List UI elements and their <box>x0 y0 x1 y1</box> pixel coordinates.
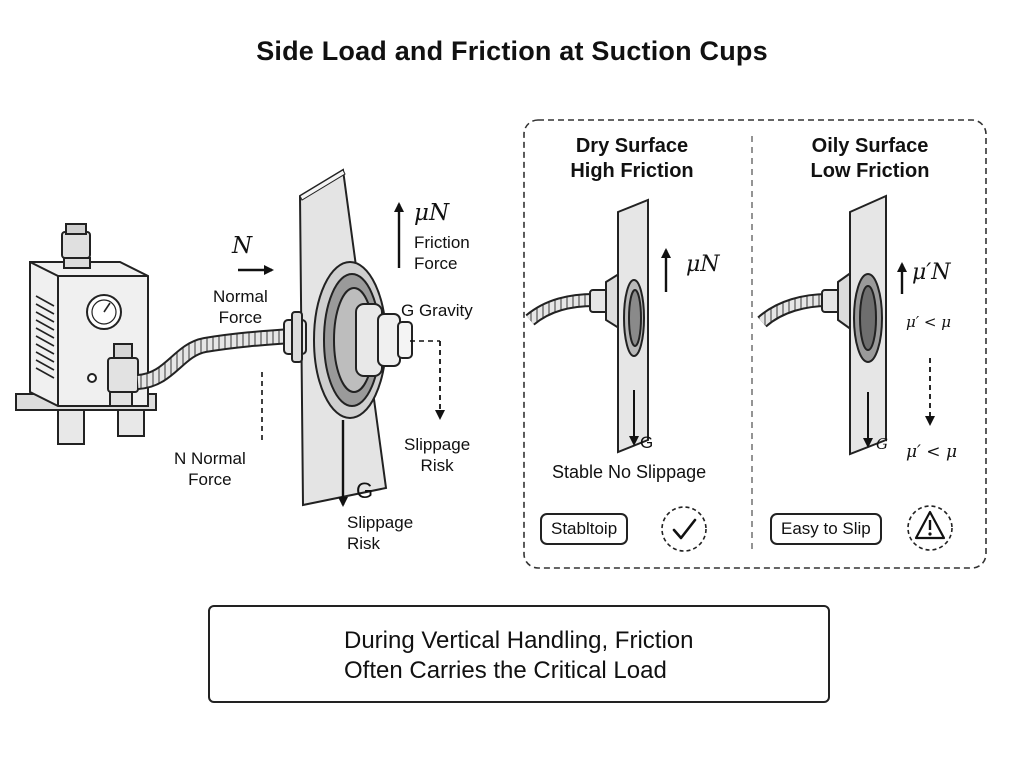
oily-status-badge: Easy to Slip <box>770 513 882 545</box>
dry-mu-n-label: μN <box>686 252 720 277</box>
comparison-box <box>523 119 987 569</box>
friction-force-label: Friction Force <box>414 233 470 273</box>
n-normal-force-label: N Normal Force <box>174 449 246 489</box>
gravity-symbol-label: G <box>356 478 374 503</box>
dry-gravity-label: G <box>640 433 654 452</box>
warning-text: During Vertical Handling, Friction Often… <box>344 627 694 684</box>
page-title: Side Load and Friction at Suction Cups <box>256 36 768 66</box>
slippage-risk-bottom-label: Slippage Risk <box>347 513 414 553</box>
dry-surface-illustration <box>525 198 649 454</box>
oily-inequality-bottom: μ′ < μ <box>906 442 958 462</box>
normal-force-symbol: N <box>232 233 253 259</box>
dry-surface-heading: Dry Surface High Friction <box>570 135 694 182</box>
friction-mu-n-label: μN <box>414 200 450 226</box>
vacuum-pump <box>15 223 157 445</box>
oily-gravity-label: G <box>876 435 888 453</box>
slippage-risk-right-label: Slippage Risk <box>404 435 471 475</box>
oily-surface-illustration <box>757 194 887 456</box>
warning-box: During Vertical Handling, Friction Often… <box>208 605 830 703</box>
oily-surface-heading: Oily Surface Low Friction <box>810 135 930 182</box>
warning-icon-small <box>907 505 953 551</box>
oily-mu-prime-n-label: μ′N <box>912 260 951 285</box>
oily-inequality-top: μ′ < μ <box>906 313 952 331</box>
dry-status-badge: Stabltoip <box>540 513 629 545</box>
check-icon <box>661 506 707 552</box>
suction-cup <box>283 261 413 419</box>
normal-force-label: Normal Force <box>213 287 268 327</box>
dry-result-label: Stable No Slippage <box>552 462 707 482</box>
gravity-label: G Gravity <box>401 301 473 320</box>
